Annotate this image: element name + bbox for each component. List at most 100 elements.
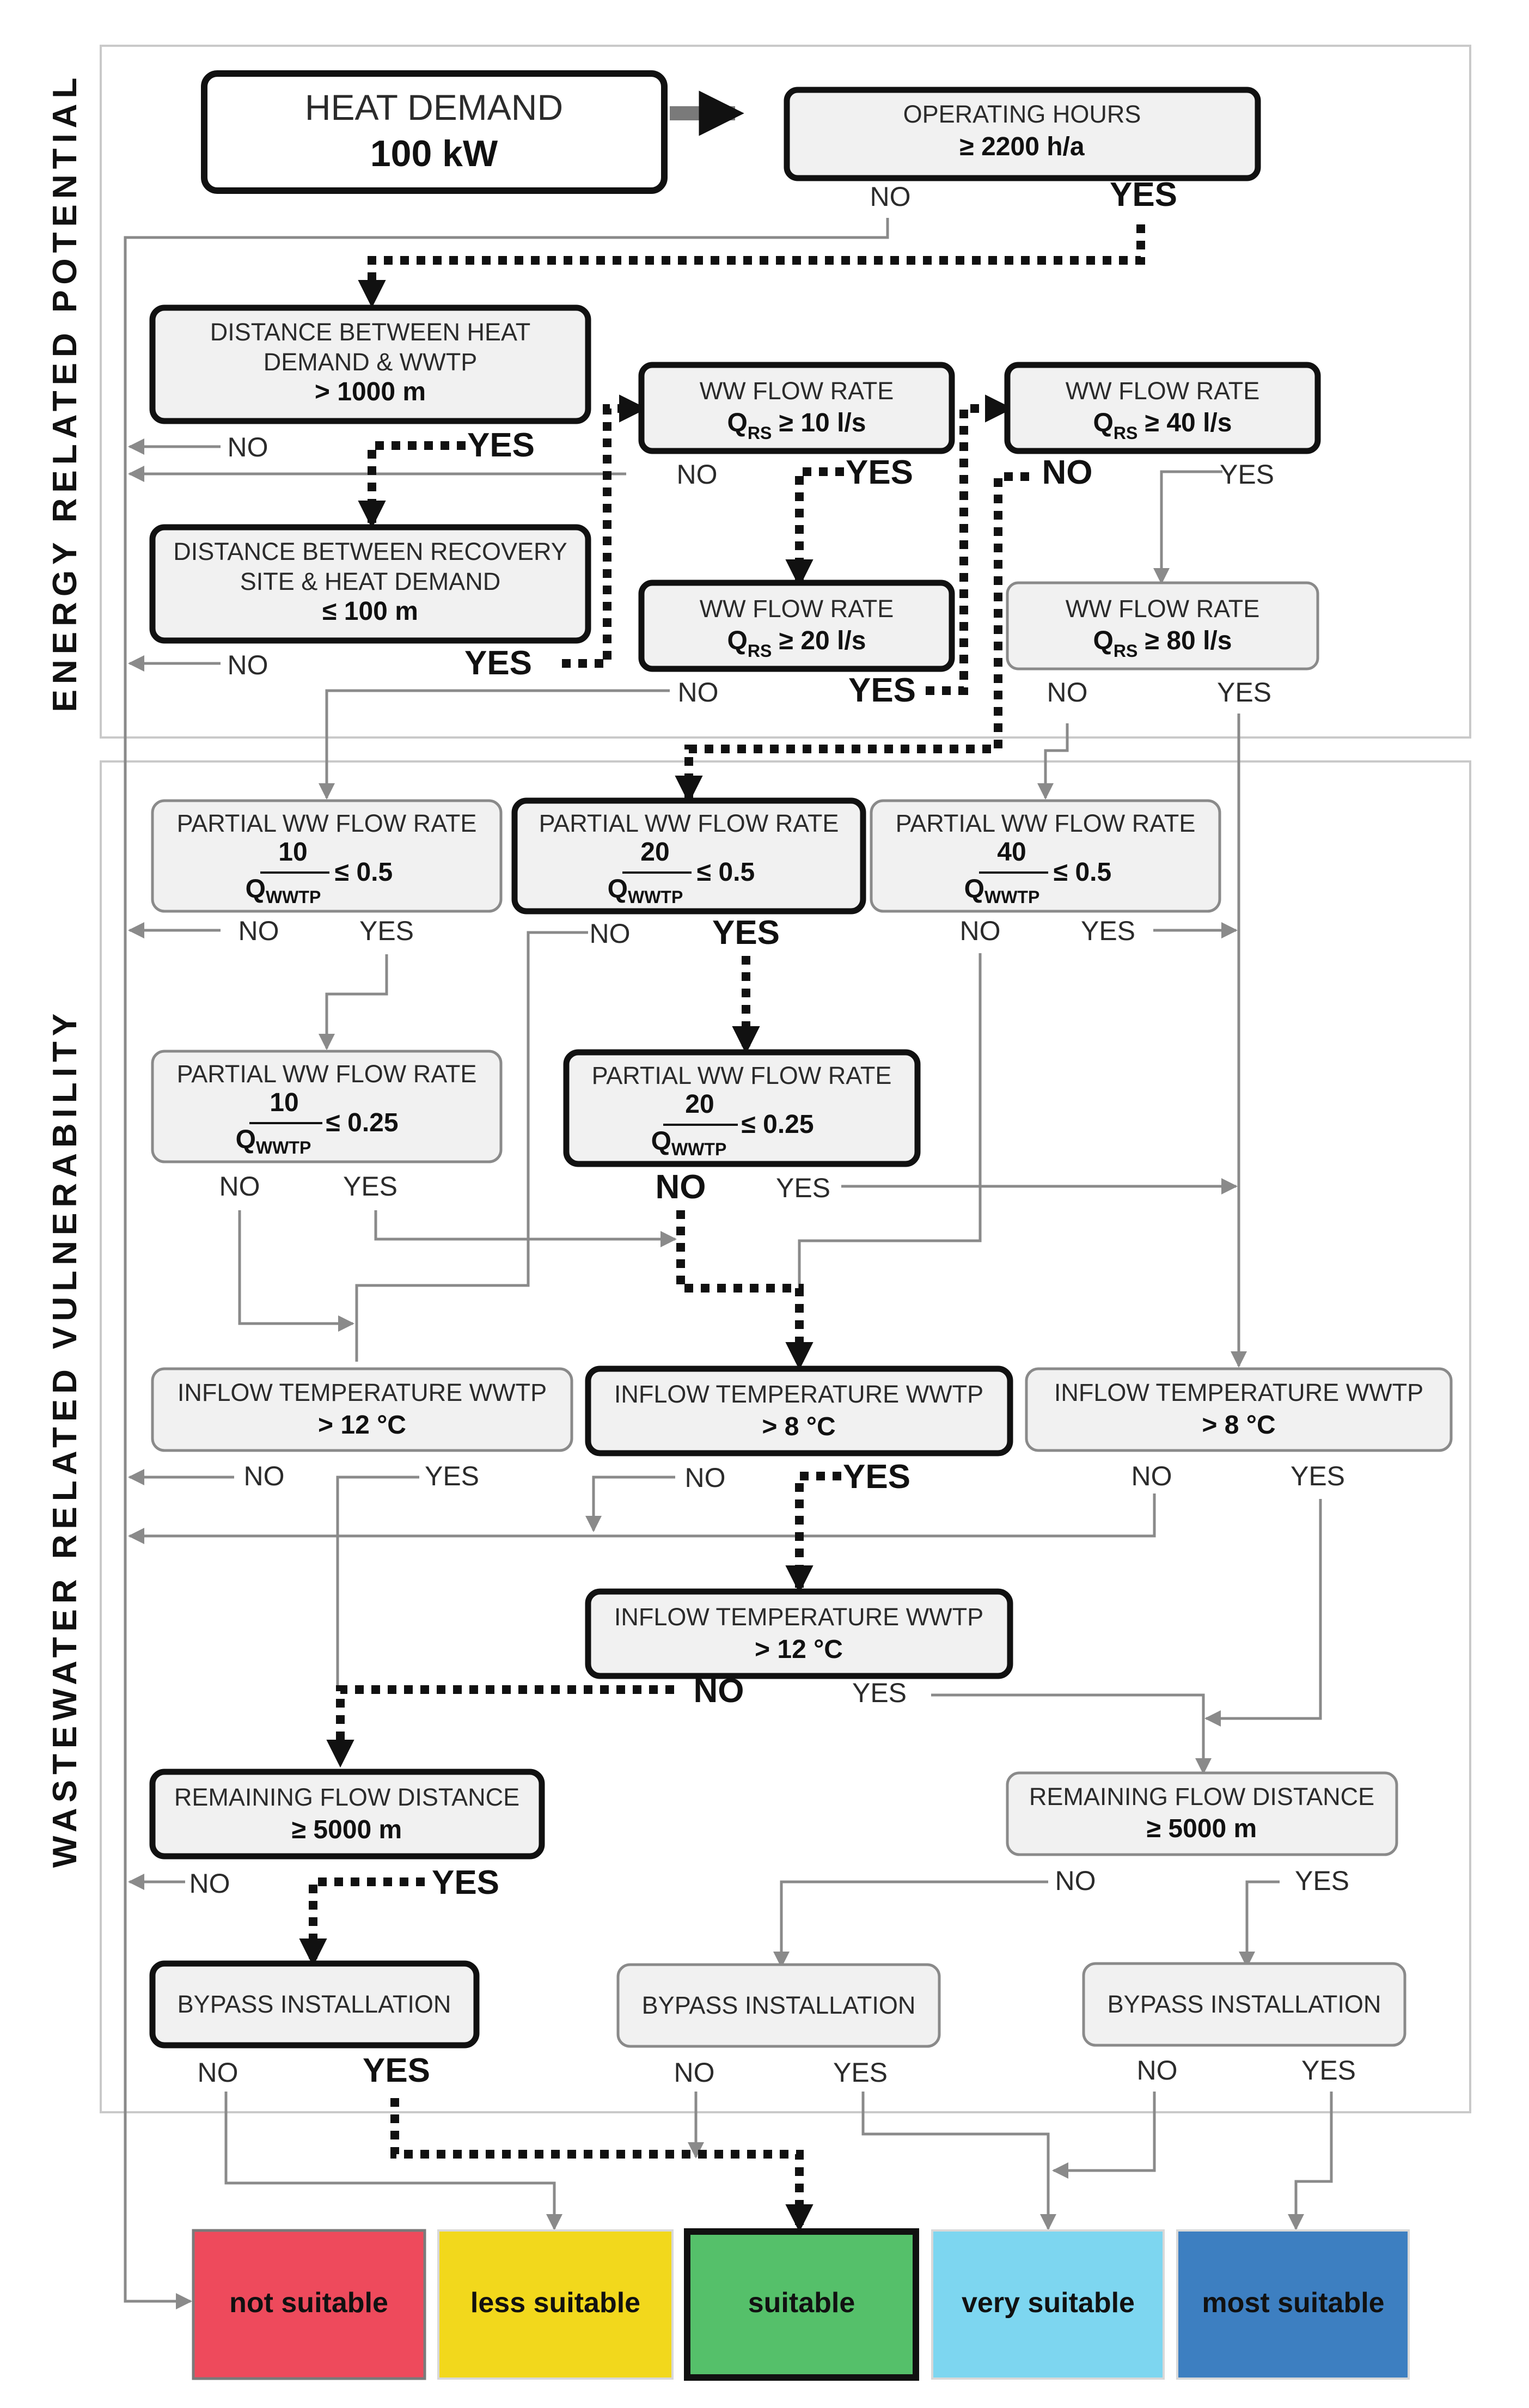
inflow-mid8-yes-label: YES [843, 1458, 910, 1496]
category-suitable-label: suitable [748, 2287, 855, 2319]
partial-20-05-numerator: 20 [640, 838, 669, 867]
partial-20-05-condition: ≤ 0.5 [697, 858, 755, 887]
inflow-mid-8-box: INFLOW TEMPERATURE WWTP > 8 °C [585, 1365, 1013, 1456]
remaining-right-no-label: NO [1055, 1866, 1096, 1896]
ww-flow-20-condition: QRS ≥ 20 l/s [727, 626, 866, 661]
wastewater-section-frame [100, 760, 1471, 2113]
inflow-right-8-title: INFLOW TEMPERATURE WWTP [1054, 1379, 1423, 1406]
partial-10-025-box: PARTIAL WW FLOW RATE 10 QWWTP ≤ 0.25 [151, 1050, 503, 1163]
partial-20-05-denominator: QWWTP [608, 875, 683, 907]
inflow-mid12-no-label: NO [694, 1672, 744, 1710]
category-most-suitable-box [1176, 2229, 1410, 2380]
inflow-left-yes-label: YES [425, 1461, 479, 1491]
inflow-left-no-label: NO [244, 1461, 285, 1491]
distance-recovery-condition: ≤ 100 m [322, 597, 418, 626]
operating-hours-title: OPERATING HOURS [903, 100, 1141, 128]
distance-recovery-line1: DISTANCE BETWEEN RECOVERY [173, 538, 567, 565]
partial-20-05-title: PARTIAL WW FLOW RATE [539, 809, 839, 837]
operating-hours-box: OPERATING HOURS ≥ 2200 h/a [784, 87, 1261, 181]
distance-heat-wwtp-condition: > 1000 m [315, 377, 426, 406]
distance-recovery-box: DISTANCE BETWEEN RECOVERY SITE & HEAT DE… [149, 524, 591, 644]
bypass-right-yes-label: YES [1301, 2055, 1356, 2086]
partial-20-025-denominator: QWWTP [651, 1127, 727, 1159]
ww-flow-40-title: WW FLOW RATE [1066, 377, 1260, 405]
branch-labels: NO YES NO YES NO YES NO YES NO YES NO YE… [189, 176, 1356, 2089]
ww-flow-10-box: WW FLOW RATE QRS ≥ 10 l/s [638, 362, 955, 454]
dist-wwtp-no-label: NO [228, 432, 268, 462]
ww-flow-40-box: WW FLOW RATE QRS ≥ 40 l/s [1004, 362, 1321, 454]
remaining-right-box: REMAINING FLOW DISTANCE ≥ 5000 m [1006, 1771, 1398, 1856]
inflow-right-yes-label: YES [1291, 1461, 1345, 1491]
partial20q-no-label: NO [656, 1168, 706, 1206]
inflow-right-no-label: NO [1132, 1461, 1172, 1491]
partial-20-025-box: PARTIAL WW FLOW RATE 20 QWWTP ≤ 0.25 [563, 1049, 921, 1167]
energy-section-label: ENERGY RELATED POTENTIAL [46, 72, 84, 712]
partial40-yes-label: YES [1081, 916, 1135, 946]
partial-20-025-condition: ≤ 0.25 [741, 1110, 814, 1139]
suitability-categories: not suitable less suitable suitable very… [192, 2228, 1410, 2381]
inflow-left-12-box: INFLOW TEMPERATURE WWTP > 12 °C [151, 1367, 573, 1452]
partial-20-025-numerator: 20 [685, 1090, 714, 1119]
partial-10-05-condition: ≤ 0.5 [335, 858, 393, 887]
ww-flow-80-condition: QRS ≥ 80 l/s [1093, 626, 1232, 661]
ww-flow-80-title: WW FLOW RATE [1066, 595, 1260, 623]
partial-40-05-condition: ≤ 0.5 [1054, 858, 1111, 887]
inflow-mid-12-title: INFLOW TEMPERATURE WWTP [614, 1603, 983, 1631]
inflow-right-8-box: INFLOW TEMPERATURE WWTP > 8 °C [1025, 1367, 1453, 1452]
energy-section-frame [100, 45, 1471, 739]
ww-flow-20-title: WW FLOW RATE [700, 595, 894, 623]
wastewater-section-label: WASTEWATER RELATED VULNERABILITY [46, 1008, 84, 1868]
remaining-left-title: REMAINING FLOW DISTANCE [174, 1783, 519, 1811]
dist-wwtp-yes-label: YES [467, 426, 535, 464]
flow40-yes-label: YES [1220, 459, 1274, 490]
inflow-mid-12-condition: > 12 °C [755, 1635, 843, 1664]
distance-heat-wwtp-box: DISTANCE BETWEEN HEAT DEMAND & WWTP > 10… [149, 304, 591, 424]
category-not-suitable-box [192, 2229, 426, 2380]
distance-heat-wwtp-line2: DEMAND & WWTP [264, 348, 477, 376]
ww-flow-10-condition: QRS ≥ 10 l/s [727, 409, 866, 443]
partial-10-05-title: PARTIAL WW FLOW RATE [177, 809, 477, 837]
inflow-mid-8-title: INFLOW TEMPERATURE WWTP [614, 1380, 983, 1408]
dist-recovery-no-label: NO [228, 650, 268, 680]
partial-40-05-denominator: QWWTP [964, 875, 1040, 907]
remaining-left-box: REMAINING FLOW DISTANCE ≥ 5000 m [149, 1769, 545, 1860]
bypass-mid-title: BYPASS INSTALLATION [642, 1991, 916, 2019]
remaining-right-title: REMAINING FLOW DISTANCE [1029, 1783, 1374, 1810]
inflow-mid8-no-label: NO [685, 1462, 726, 1493]
remaining-left-yes-label: YES [432, 1864, 499, 1901]
category-most-suitable-label: most suitable [1202, 2287, 1384, 2319]
category-suitable-box [684, 2228, 919, 2381]
heat-demand-box: HEAT DEMAND 100 kW [201, 70, 668, 194]
remaining-right-yes-label: YES [1295, 1866, 1349, 1896]
suitable-path-connectors [299, 90, 1145, 2233]
flow20-yes-label: YES [848, 672, 916, 709]
inflow-mid-8-condition: > 8 °C [762, 1412, 835, 1441]
partial-10-025-numerator: 10 [270, 1088, 298, 1117]
heat-demand-value: 100 kW [370, 133, 498, 174]
partial-20-025-title: PARTIAL WW FLOW RATE [592, 1062, 892, 1089]
operating-hours-condition: ≥ 2200 h/a [959, 132, 1084, 161]
remaining-right-condition: ≥ 5000 m [1147, 1814, 1257, 1843]
partial-20-05-box: PARTIAL WW FLOW RATE 20 QWWTP ≤ 0.5 [511, 797, 866, 915]
partial10-yes-label: YES [359, 916, 414, 946]
partial-10-025-denominator: QWWTP [236, 1125, 311, 1157]
partial-10-05-numerator: 10 [278, 838, 307, 867]
partial20-yes-label: YES [712, 914, 780, 952]
flow40-no-label: NO [1042, 454, 1093, 491]
distance-heat-wwtp-line1: DISTANCE BETWEEN HEAT [210, 318, 530, 346]
ww-flow-40-condition: QRS ≥ 40 l/s [1093, 409, 1232, 443]
bypass-left-no-label: NO [198, 2057, 238, 2088]
bypass-left-title: BYPASS INSTALLATION [178, 1990, 451, 2018]
op-hours-no-label: NO [870, 181, 911, 212]
inflow-left-12-title: INFLOW TEMPERATURE WWTP [178, 1379, 547, 1406]
partial-40-05-numerator: 40 [997, 838, 1026, 867]
bypass-right-box: BYPASS INSTALLATION [1082, 1962, 1406, 2047]
partial-10-05-box: PARTIAL WW FLOW RATE 10 QWWTP ≤ 0.5 [151, 799, 503, 913]
category-less-suitable-label: less suitable [470, 2287, 640, 2319]
flow20-no-label: NO [678, 677, 719, 708]
flow10-no-label: NO [677, 459, 718, 490]
inflow-mid12-yes-label: YES [852, 1678, 907, 1708]
inflow-mid-12-box: INFLOW TEMPERATURE WWTP > 12 °C [585, 1588, 1013, 1679]
partial40-no-label: NO [960, 916, 1001, 946]
